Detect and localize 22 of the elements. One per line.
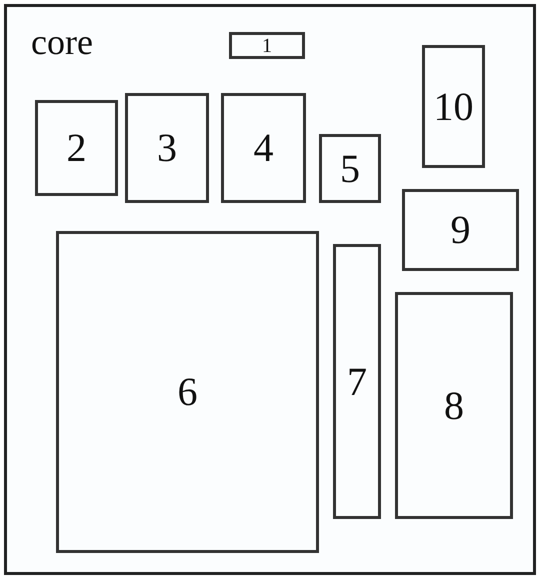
block-box <box>402 189 519 271</box>
block-number: 10 <box>434 86 474 126</box>
block-number: 4 <box>254 128 274 168</box>
block-number: 8 <box>444 386 464 426</box>
block-box <box>221 93 306 203</box>
block-box <box>333 244 381 519</box>
block-number: 3 <box>157 128 177 168</box>
block-number: 9 <box>450 210 470 250</box>
block-box <box>319 134 381 203</box>
block-box <box>125 93 209 203</box>
block-number: 6 <box>178 372 198 412</box>
block-box <box>56 231 319 553</box>
block-number: 7 <box>347 362 367 402</box>
frame-title: core <box>31 21 93 63</box>
core-frame <box>4 4 536 575</box>
block-box <box>395 292 513 519</box>
block-box <box>229 32 305 59</box>
block-number: 1 <box>262 36 272 56</box>
block-number: 2 <box>66 128 86 168</box>
block-number: 5 <box>340 148 360 188</box>
block-box <box>35 100 118 196</box>
block-box <box>422 45 485 168</box>
